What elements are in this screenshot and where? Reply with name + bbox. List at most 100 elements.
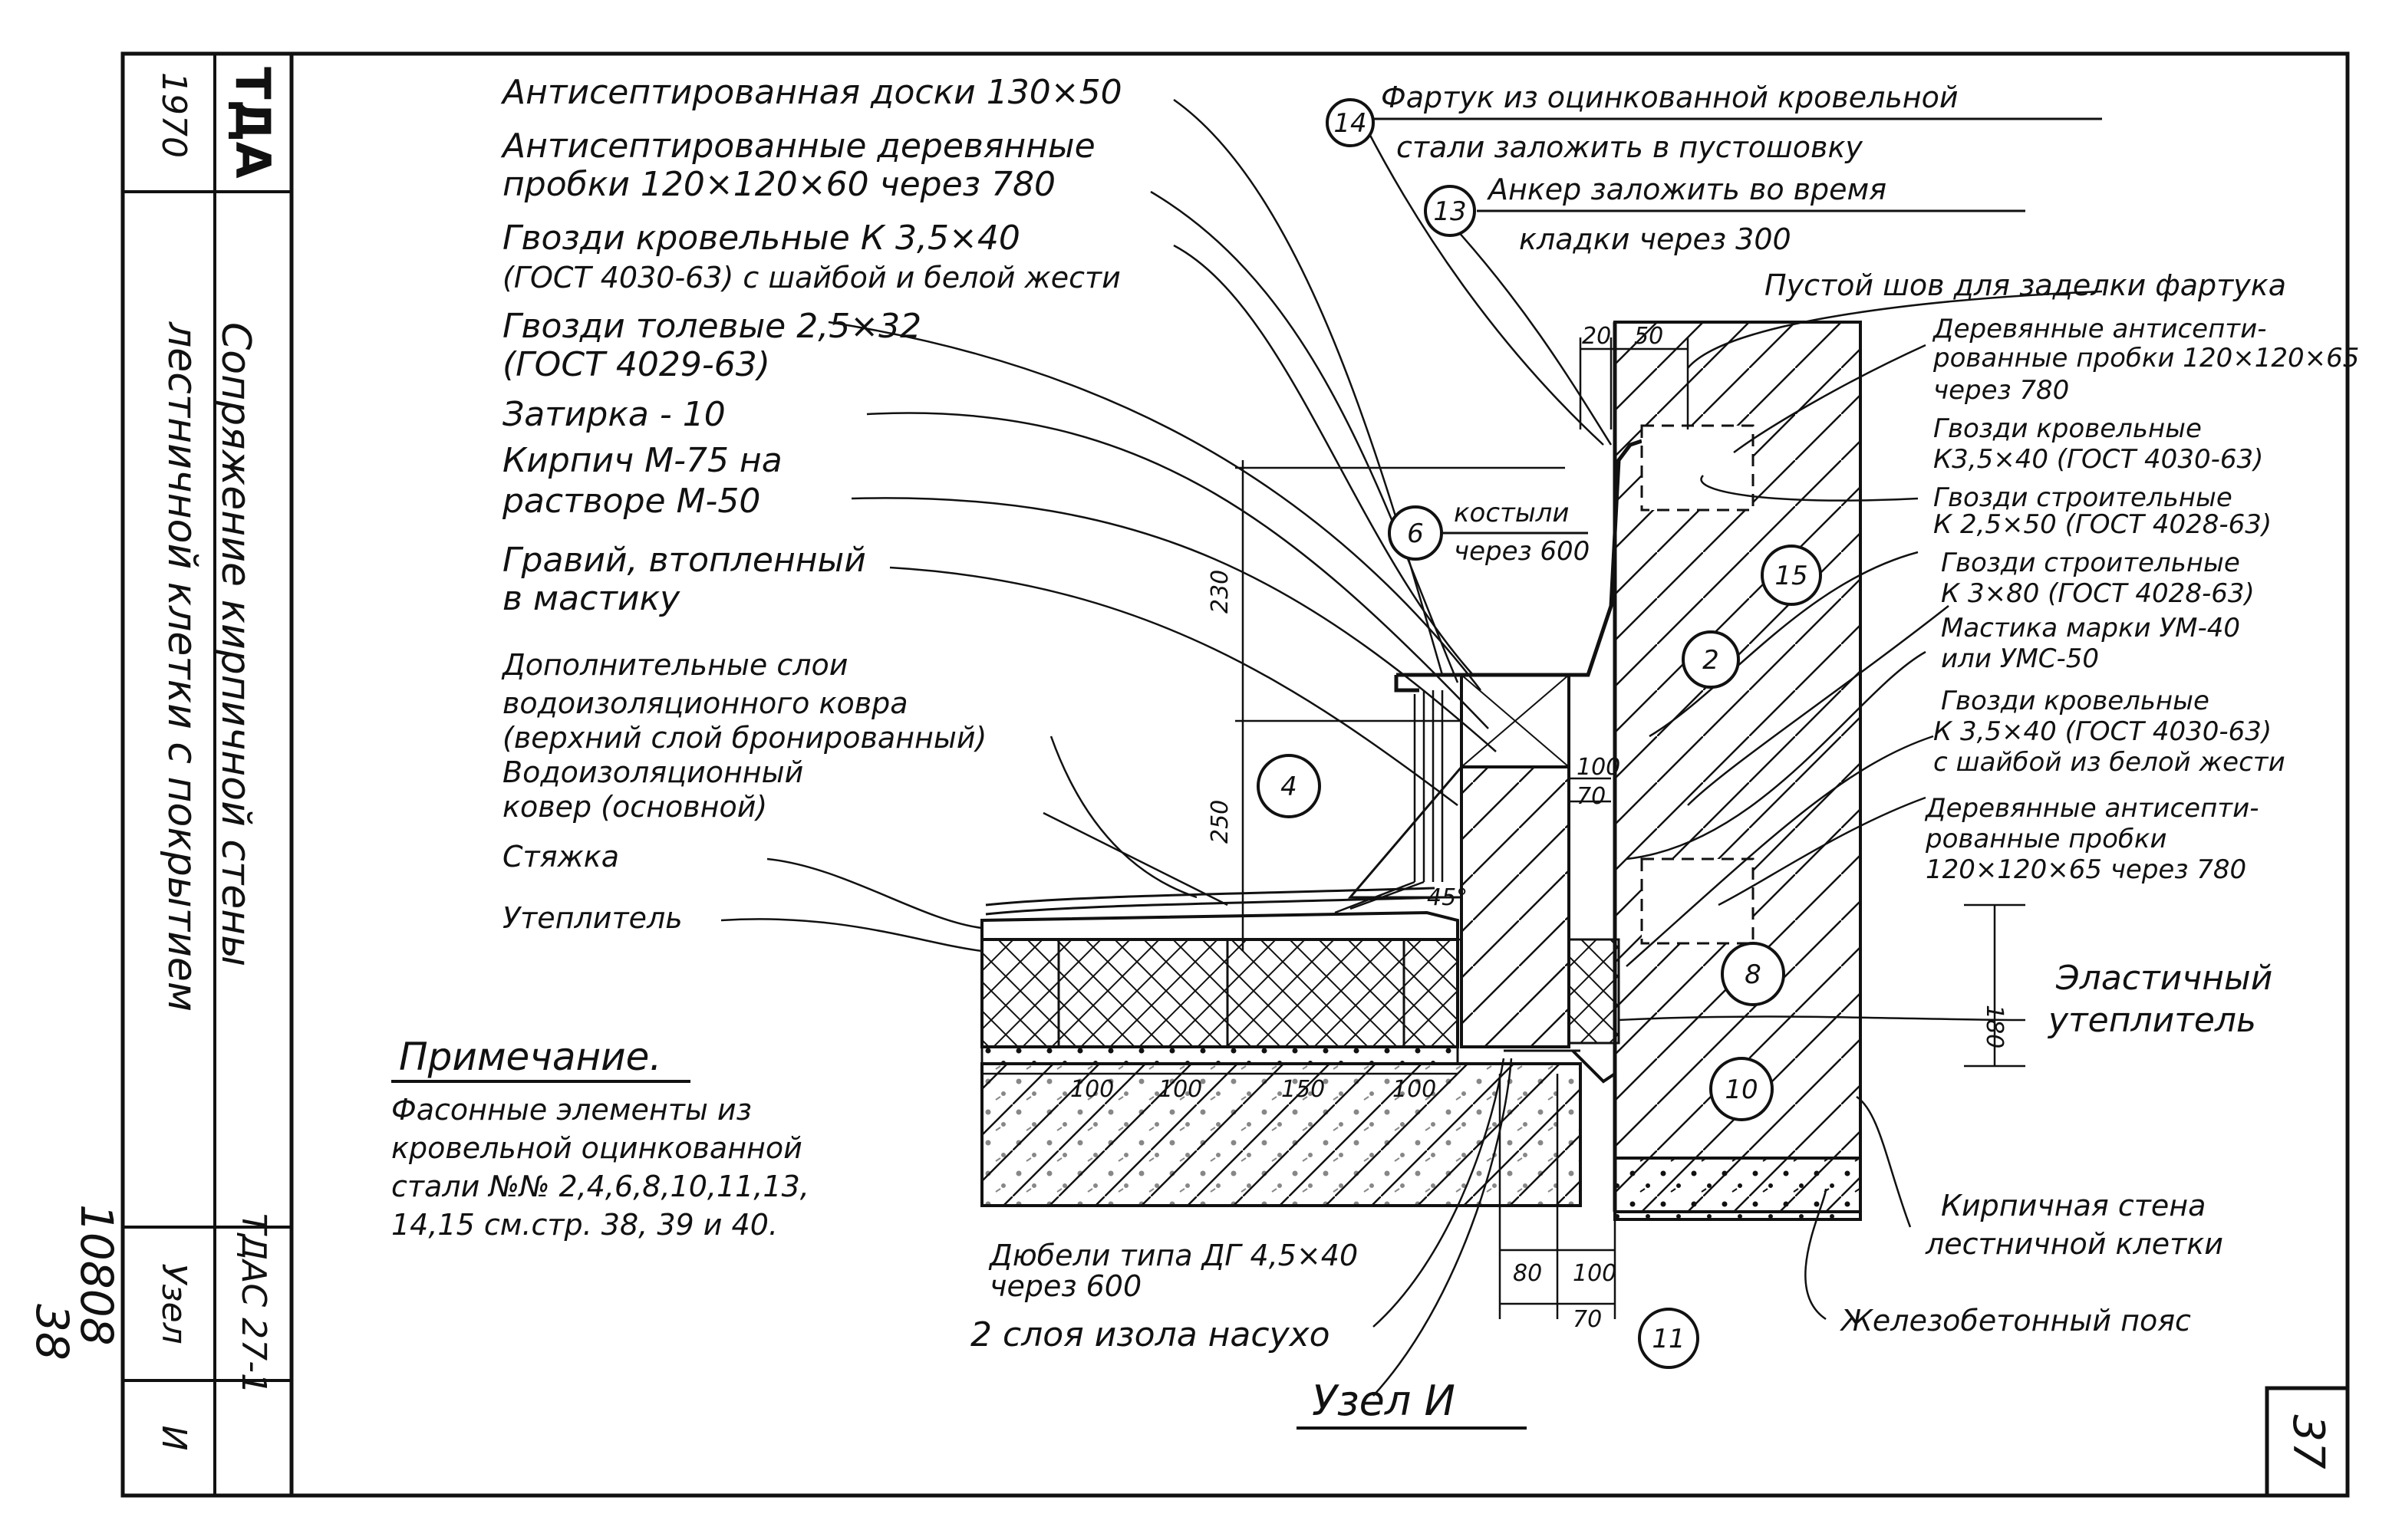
right-label-16: рованные пробки (1925, 824, 2167, 854)
stamp-org: ТДА (225, 67, 281, 179)
right-label-9: К 3×80 (ГОСТ 4028-63) (1941, 578, 2255, 609)
callout-2 (1682, 630, 1740, 689)
dim-100: 100 (1577, 754, 1620, 781)
stamp-node-letter: И (154, 1426, 193, 1451)
right-label-6: Гвозди строительные (1933, 482, 2232, 513)
left-label-6: (ГОСТ 4029-63) (502, 345, 770, 384)
archive-sheet: 38 (26, 1304, 78, 1361)
diagram-title: Узел И (1312, 1377, 1455, 1425)
dim-b100: 100 (1573, 1260, 1616, 1287)
right-label-18: Эластичный (2055, 959, 2272, 998)
callout-8-label: 8 (1745, 959, 1761, 990)
left-label-0: Антисептированная доски 130×50 (500, 73, 1122, 112)
cant-strip (1347, 763, 1463, 899)
callout-4 (1257, 754, 1321, 818)
callout-2-label: 2 (1702, 645, 1719, 676)
stamp-year: 1970 (154, 72, 193, 158)
dim-top-gap: 20 (1582, 323, 1611, 350)
roof-membrane (980, 910, 1459, 939)
callout-15 (1761, 545, 1822, 606)
leader-lines (720, 98, 2103, 1397)
crutch-line1: костыли (1454, 498, 1570, 528)
dim-h-lower: 250 (1207, 800, 1234, 844)
right-label-3: через 780 (1933, 375, 2069, 406)
callout-11-label: 11 (1652, 1324, 1685, 1354)
right-label-17: 120×120×65 через 780 (1926, 854, 2246, 885)
left-label-16: ковер (основной) (502, 790, 767, 824)
callout-6-label: 6 (1407, 518, 1424, 549)
wood-plug-lower (1640, 857, 1755, 945)
left-label-4: (ГОСТ 4030-63) с шайбой и белой жести (502, 261, 1121, 295)
rc-belt (1613, 1157, 1862, 1221)
elastic-insulation (1567, 938, 1620, 1045)
stamp-series: ТДАС 27-1 (234, 1213, 273, 1394)
callout-4-label: 4 (1280, 772, 1297, 802)
stamp-node-word: Узел (154, 1263, 193, 1344)
left-label-5: Гвозди толевые 2,5×32 (502, 307, 921, 346)
left-label-2: пробки 120×120×60 через 780 (502, 165, 1056, 204)
sheet-frame (120, 51, 2350, 1498)
callout-6 (1388, 505, 1443, 561)
bottom-label-2: 2 слоя изола насухо (970, 1315, 1330, 1354)
callout-14 (1326, 98, 1375, 147)
right-label-19: утеплитель (2047, 1001, 2256, 1040)
callout-14-label: 14 (1333, 108, 1366, 139)
dim-b80: 80 (1513, 1260, 1542, 1287)
callouts (1257, 98, 1822, 1369)
right-label-22: Железобетонный пояс (1840, 1304, 2191, 1338)
right-label-1: Деревянные антисепти- (1932, 314, 2266, 344)
stamp-title-line1: Сопряжение кирпичной стены (213, 322, 259, 966)
right-label-11: или УМС-50 (1941, 643, 2099, 674)
left-label-3: Гвозди кровельные К 3,5×40 (502, 219, 1020, 258)
right-label-21: лестничной клетки (1925, 1227, 2223, 1261)
right-label-14: с шайбой из белой жести (1933, 747, 2285, 778)
left-label-15: Водоизоляционный (502, 755, 803, 789)
right-label-4: Гвозди кровельные (1933, 413, 2202, 444)
callout-13 (1424, 185, 1476, 237)
wood-plug-upper (1640, 424, 1755, 512)
callout-10-label: 10 (1725, 1074, 1758, 1105)
left-label-10: Гравий, втопленный (502, 541, 866, 580)
callout-8 (1721, 942, 1785, 1006)
brick-parapet (1460, 765, 1570, 1048)
left-label-11: в мастику (502, 579, 680, 618)
dim-b4: 100 (1392, 1076, 1436, 1103)
right-label-7: К 2,5×50 (ГОСТ 4028-63) (1933, 509, 2272, 540)
left-label-9: растворе М-50 (502, 482, 760, 521)
callout-11 (1638, 1308, 1699, 1369)
left-label-12: Дополнительные слои (501, 648, 848, 682)
left-label-18: Утеплитель (502, 901, 683, 935)
note-line2: кровельной оцинкованной (391, 1131, 802, 1165)
insulation-layer (980, 938, 1459, 1048)
dimension-lines (982, 337, 2025, 1319)
right-label-12: Гвозди кровельные (1941, 686, 2209, 716)
right-label-0: Пустой шов для заделки фартука (1764, 268, 2286, 302)
dim-b3: 150 (1281, 1076, 1325, 1103)
bottom-label-1: через 600 (990, 1269, 1142, 1303)
right-label-8: Гвозди строительные (1941, 548, 2240, 578)
left-label-1: Антисептированные деревянные (500, 127, 1096, 166)
bottom-label-0: Дюбели типа ДГ 4,5×40 (988, 1239, 1358, 1272)
dim-b2: 100 (1158, 1076, 1202, 1103)
item13-line1: Анкер заложить во время (1486, 173, 1886, 206)
left-label-13: водоизоляционного ковра (502, 686, 908, 720)
left-label-7: Затирка - 10 (502, 395, 726, 434)
left-label-8: Кирпич М-75 на (502, 441, 783, 480)
dim-h-upper: 230 (1207, 570, 1234, 614)
note-line3: стали №№ 2,4,6,8,10,11,13, (391, 1170, 809, 1203)
right-label-15: Деревянные антисепти- (1924, 793, 2259, 824)
stamp-title-line2: лестничной клетки с покрытием (159, 321, 205, 1012)
dim-70: 70 (1577, 783, 1606, 810)
callout-15-label: 15 (1774, 561, 1807, 591)
archive-number: 10808 (71, 1204, 123, 1346)
dim-b70: 70 (1573, 1306, 1602, 1333)
dim-top-width: 50 (1634, 323, 1663, 350)
note-line1: Фасонные элементы из (391, 1093, 752, 1127)
crutch-line2: через 600 (1454, 536, 1590, 567)
note-heading: Примечание. (399, 1035, 661, 1079)
left-label-group: Антисептированная доски 130×50 Антисепти… (500, 73, 1122, 935)
right-label-13: К 3,5×40 (ГОСТ 4030-63) (1933, 716, 2272, 747)
dim-angle: 45° (1427, 884, 1468, 911)
callout-13-label: 13 (1433, 196, 1466, 227)
